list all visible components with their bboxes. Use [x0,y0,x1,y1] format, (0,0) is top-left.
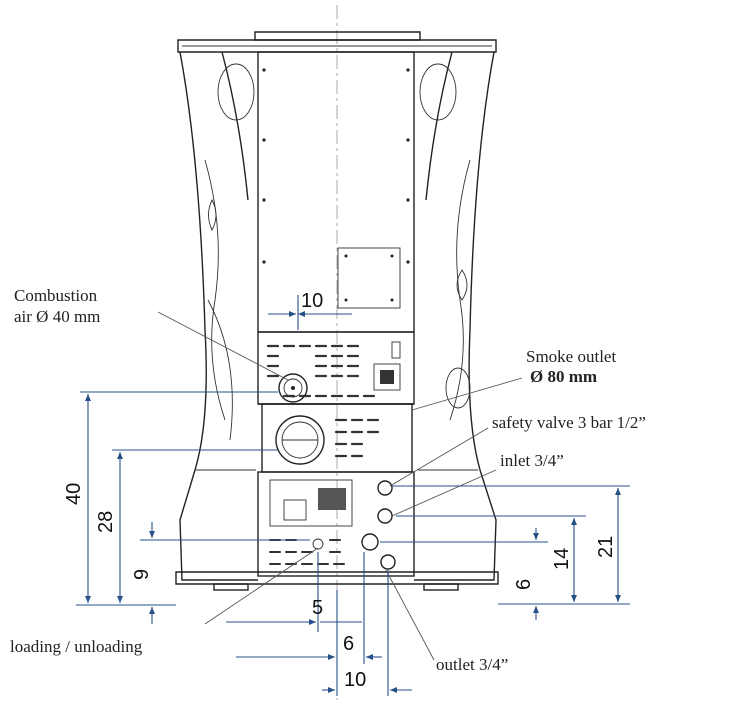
leader-lines [157,311,523,661]
dimension-value-6-bottom: 6 [343,633,354,655]
dimension-value-5: 5 [312,597,323,619]
smoke-outlet-section [261,403,413,473]
dimension-value-top-10: 10 [301,290,323,312]
hydraulic-section [257,471,415,577]
top-cover [177,31,497,53]
dimension-value-21: 21 [595,536,617,558]
stove-base [175,571,499,591]
smoke-outlet-label-2: Ø 80 mm [530,367,597,386]
dimension-value-6-right: 6 [513,579,535,590]
dimension-bottom-horizontal [226,552,412,696]
dimension-left-vertical [76,391,310,624]
combustion-air-inlet [278,373,308,403]
safety-valve-label: safety valve 3 bar 1/2” [492,413,646,432]
combustion-air-label-1: Combustion [14,286,98,305]
right-side-panel [414,51,497,581]
dimension-value-10-bottom: 10 [344,669,366,691]
left-side-panel [179,51,258,581]
vent-grille-section [257,331,415,405]
combustion-air-label-2: air Ø 40 mm [14,307,100,326]
dimension-value-14: 14 [551,548,573,570]
dimension-value-9: 9 [131,569,153,580]
dimension-value-40: 40 [63,483,85,505]
loading-unloading-label: loading / unloading [10,637,143,656]
smoke-outlet-label-1: Smoke outlet [526,347,616,366]
outlet-label: outlet 3/4” [436,655,508,674]
dimension-value-28: 28 [95,511,117,533]
dimension-right-vertical [380,485,630,620]
dimension-top-10 [268,295,352,330]
back-panel [257,51,415,333]
inlet-label: inlet 3/4” [500,451,564,470]
